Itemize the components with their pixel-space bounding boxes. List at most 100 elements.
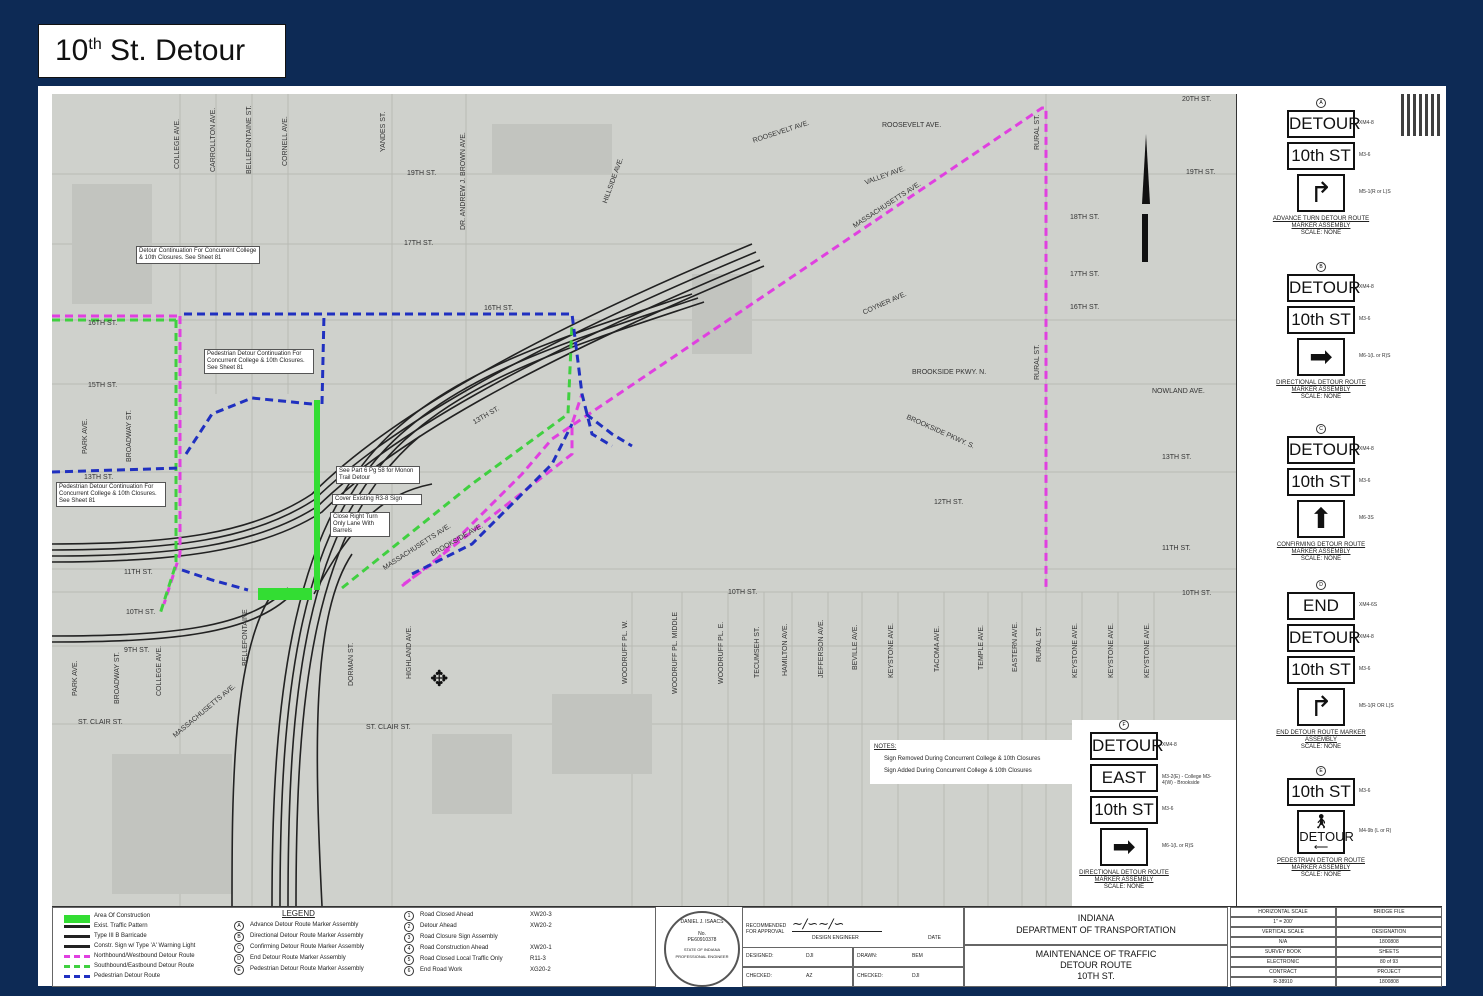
street-label: WOODRUFF PL. W. (622, 620, 629, 684)
legend-marker: D (234, 954, 244, 964)
sign-text: 10th ST (1291, 472, 1351, 491)
sign-panel: DETOUR (1287, 624, 1361, 652)
street-label: BELLEFONTAINE ST. (246, 105, 253, 174)
sign-arrow-icon: ➡ (1297, 338, 1345, 376)
legend-item: Detour Ahead (420, 923, 457, 929)
sign-code: XM4-8 (1162, 742, 1177, 748)
sign-panel: DETOUR (1287, 110, 1361, 138)
street-label: PARK AVE. (82, 418, 89, 454)
mouse-cursor-icon: ✥ (430, 666, 449, 691)
sign-panel: DETOUR (1287, 436, 1360, 464)
legend-item: Road Construction Ahead (420, 945, 489, 951)
legend-swatch (64, 975, 90, 978)
street-label: 16TH ST. (88, 320, 118, 327)
sign-code: M3-6 (1359, 152, 1371, 158)
sign-code: M3-2(E) - College M3-4(W) - Brookside (1162, 774, 1212, 786)
scale-cell: PROJECT (1336, 967, 1442, 977)
street-label: TECUMSEH ST. (754, 626, 761, 678)
scale-cell: VERTICAL SCALE (1230, 927, 1336, 937)
legend-code: XW20-1 (530, 945, 552, 951)
scale-cell: 1800808 (1336, 977, 1442, 987)
street-label: 10TH ST. (728, 589, 758, 596)
sign-text: DETOUR (1289, 114, 1361, 133)
legend-marker: 1 (404, 911, 414, 921)
sign-panel: 10th ST (1287, 656, 1355, 684)
street-label: 13TH ST. (84, 474, 114, 481)
legend-item: Pedestrian Detour Route Marker Assembly (250, 966, 364, 972)
street-label: 17TH ST. (404, 240, 434, 247)
map-callout: Pedestrian Detour Continuation For Concu… (56, 482, 166, 507)
scale-text: HORIZONTAL SCALE (1258, 909, 1308, 915)
street-label: KEYSTONE AVE. (1108, 623, 1115, 678)
legend-marker: 5 (404, 955, 414, 965)
sign-arrow-icon: ➡ (1100, 828, 1148, 866)
street-label: COLLEGE AVE. (174, 118, 181, 169)
legend-item: Confirming Detour Route Marker Assembly (250, 944, 365, 950)
street-label: EASTERN AVE. (1012, 621, 1019, 672)
sign-arrow-icon: ⬆ (1297, 500, 1345, 538)
scale-text: 80 of 93 (1379, 959, 1399, 965)
legend-item: End Detour Route Marker Assembly (250, 955, 346, 961)
sign-text: 10th ST (1094, 800, 1154, 819)
street-label: RURAL ST. (1036, 626, 1043, 662)
street-label: WOODRUFF PL. E. (718, 621, 725, 684)
street-label: COLLEGE AVE. (156, 645, 163, 696)
street-label: 19TH ST. (1186, 169, 1216, 176)
street-label: 11TH ST. (1162, 545, 1191, 552)
sign-text: DETOUR (1299, 829, 1354, 844)
scale-cell: 80 of 93 (1336, 957, 1442, 967)
scale-cell: SHEETS (1336, 947, 1442, 957)
street-label: 10TH ST. (1182, 590, 1212, 597)
arrow-icon: ↱ (1309, 177, 1333, 208)
street-label: JEFFERSON AVE. (818, 619, 825, 678)
legend-item: Exist. Traffic Pattern (94, 923, 148, 929)
notes-item: Sign Added During Concurrent College & 1… (884, 768, 1032, 774)
sign-id-marker: F (1119, 720, 1129, 730)
arrow-left-icon: ⟵ (1313, 842, 1329, 853)
street-label: KEYSTONE AVE. (1072, 623, 1079, 678)
sign-text: DETOUR (1289, 628, 1361, 647)
legend-swatch (64, 915, 90, 923)
street-label: TEMPLE AVE. (978, 625, 985, 670)
street-label: ST. CLAIR ST. (78, 719, 123, 726)
scale-cell: N/A (1230, 937, 1336, 947)
scale-text: SHEETS (1378, 949, 1399, 955)
street-label: 15TH ST. (88, 382, 118, 389)
street-label: 19TH ST. (407, 170, 437, 177)
page-title: 10th St. Detour (55, 34, 246, 67)
legend-item: Road Closed Ahead (420, 912, 474, 918)
notes-box: NOTES: Sign Removed During Concurrent Co… (870, 740, 1076, 784)
street-label: BROADWAY ST. (114, 652, 121, 704)
street-label: BROOKSIDE PKWY. N. (912, 369, 987, 376)
assembly-caption: DIRECTIONAL DETOUR ROUTE MARKER ASSEMBLY (1276, 380, 1366, 393)
map-callout: See Part 6 Pg 58 for Monon Trail Detour (336, 466, 420, 484)
arrow-icon: ↱ (1309, 691, 1333, 722)
street-label: YANDES ST. (380, 111, 387, 152)
sign-panel: 10th ST (1090, 796, 1158, 824)
street-label: KEYSTONE AVE. (888, 623, 895, 678)
sign-code: XM4-8 (1359, 634, 1374, 640)
legend-code: XW20-2 (530, 923, 552, 929)
scale-text: 1800808 (1379, 939, 1399, 945)
sign-code: M6-1(L or R)S (1162, 843, 1194, 849)
street-label: HAMILTON AVE. (782, 623, 789, 676)
detour-map[interactable]: 20TH ST.ROOSEVELT AVE.19TH ST.19TH ST.18… (52, 94, 1236, 906)
assembly-scale: SCALE: NONE (1300, 872, 1342, 878)
scale-text: SURVEY BOOK (1264, 949, 1302, 955)
scale-text: R-38910 (1273, 979, 1293, 985)
street-label: TACOMA AVE. (934, 625, 941, 672)
scale-text: 1800808 (1379, 979, 1399, 985)
map-callout: Pedestrian Detour Continuation For Concu… (204, 349, 314, 374)
sign-panel: 10th ST (1287, 778, 1355, 806)
scale-cell: 1800808 (1336, 937, 1442, 947)
legend-code: R11-3 (530, 956, 546, 962)
scale-text: 1" = 200' (1273, 919, 1293, 925)
map-graphics (52, 94, 1236, 906)
sign-code: XM4-8 (1359, 284, 1374, 290)
scale-cell: HORIZONTAL SCALE (1230, 907, 1336, 917)
sign-panel: 10th ST (1287, 468, 1355, 496)
assembly-scale: SCALE: NONE (1300, 556, 1342, 562)
legend-item: Constr. Sign w/ Type 'A' Warning Light (94, 943, 196, 949)
street-label: CARROLLTON AVE. (210, 107, 217, 172)
